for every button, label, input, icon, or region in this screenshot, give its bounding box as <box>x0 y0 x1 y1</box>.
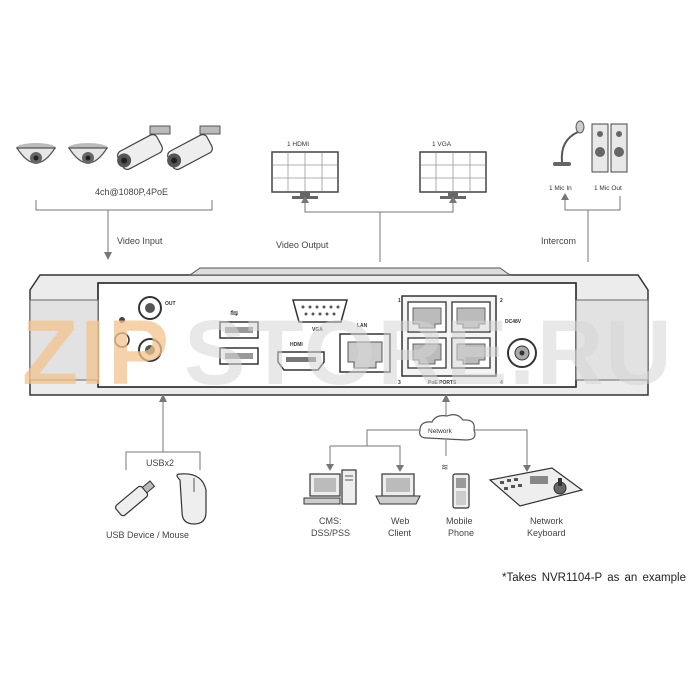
power-port <box>507 338 537 368</box>
wifi-signal-icon: ≋ <box>441 462 449 472</box>
hdmi-port <box>277 351 325 371</box>
video-input-label: Video Input <box>117 236 163 246</box>
keyboard-label-line1: Network <box>530 516 564 526</box>
audio-in-port <box>114 332 162 362</box>
arrow-up-icon <box>301 196 309 203</box>
usb-port <box>219 321 259 339</box>
web-client-label-line2: Client <box>388 528 412 538</box>
lan-port <box>339 333 391 373</box>
dome-camera-icon <box>15 143 57 164</box>
network-cloud-label: Network <box>428 428 453 435</box>
laptop-icon <box>375 473 421 505</box>
mobile-phone-icon <box>452 473 470 509</box>
arrow-down-icon <box>396 465 404 472</box>
arrow-down-icon <box>523 465 531 472</box>
monitor-bracket <box>304 200 454 213</box>
usb-icon: ⇋ <box>230 308 238 319</box>
intercom-bracket <box>564 196 621 211</box>
poe-port-number: 3 <box>398 380 401 386</box>
hdmi-port-label: HDMI <box>290 342 303 348</box>
svg-text:STORE.RU: STORE.RU <box>184 302 674 404</box>
hdmi-count-label: 1 HDMI <box>287 141 309 148</box>
intercom-label: Intercom <box>541 236 576 246</box>
mobile-label-line1: Mobile <box>446 516 473 526</box>
usb-device-label: USB Device / Mouse <box>106 530 189 540</box>
arrow-down-icon <box>326 464 334 471</box>
lan-port-label: LAN <box>357 323 368 329</box>
mouse-icon <box>176 473 207 525</box>
cms-label-line1: CMS: <box>319 516 342 526</box>
poe-port-number: 2 <box>500 298 503 304</box>
hdmi-monitor-icon <box>271 151 339 199</box>
network-keyboard-icon <box>488 467 584 507</box>
dome-camera-icon <box>67 143 109 164</box>
speaker-icon <box>591 123 628 173</box>
web-client-label-line1: Web <box>391 516 409 526</box>
svg-text:ZIP: ZIP <box>22 302 171 404</box>
audio-out-port <box>138 296 162 320</box>
poe-port-number: 1 <box>398 298 401 304</box>
arrow-down-icon <box>104 252 112 260</box>
usb-drive-icon <box>114 480 156 517</box>
usb-bracket <box>125 451 201 470</box>
mic-in-label: 1 Mic In <box>549 185 572 192</box>
example-footnote: *Takes NVR1104-P as an example <box>501 572 686 584</box>
bullet-camera-icon <box>117 125 171 170</box>
video-output-label: Video Output <box>276 240 329 250</box>
out-port-label: OUT <box>165 301 176 307</box>
arrow-up-icon <box>449 196 457 203</box>
network-left-line <box>366 429 420 446</box>
zipstore-watermark: ZIP STORE.RU <box>22 302 674 404</box>
poe-ports-block <box>401 295 497 377</box>
camera-spec-label: 4ch@1080P,4PoE <box>95 187 168 197</box>
usb-port <box>219 347 259 365</box>
poe-port-number: 4 <box>500 380 503 386</box>
bullet-camera-icon <box>167 125 221 170</box>
network-right-line <box>474 429 528 468</box>
arrow-up-icon <box>442 394 450 402</box>
network-client-bracket <box>330 445 401 468</box>
vga-port <box>292 299 348 323</box>
poe-ports-label: PoE PORTS <box>428 380 457 386</box>
mic-out-label: 1 Mic Out <box>594 185 622 192</box>
vga-monitor-icon <box>419 151 487 199</box>
arrow-up-icon <box>561 193 569 200</box>
arrow-up-icon <box>159 394 167 402</box>
vga-port-label: VGA <box>312 327 323 333</box>
power-port-label: DC48V <box>505 319 522 325</box>
keyboard-label-line2: Keyboard <box>527 528 566 538</box>
cms-label-line2: DSS/PSS <box>311 528 350 538</box>
mobile-label-line2: Phone <box>448 528 474 538</box>
camera-bracket <box>35 200 213 211</box>
desktop-computer-icon <box>303 469 357 505</box>
vga-count-label: 1 VGA <box>432 141 452 148</box>
status-led <box>119 317 125 323</box>
microphone-icon <box>553 120 585 166</box>
usb-group-label: USBx2 <box>146 458 174 468</box>
